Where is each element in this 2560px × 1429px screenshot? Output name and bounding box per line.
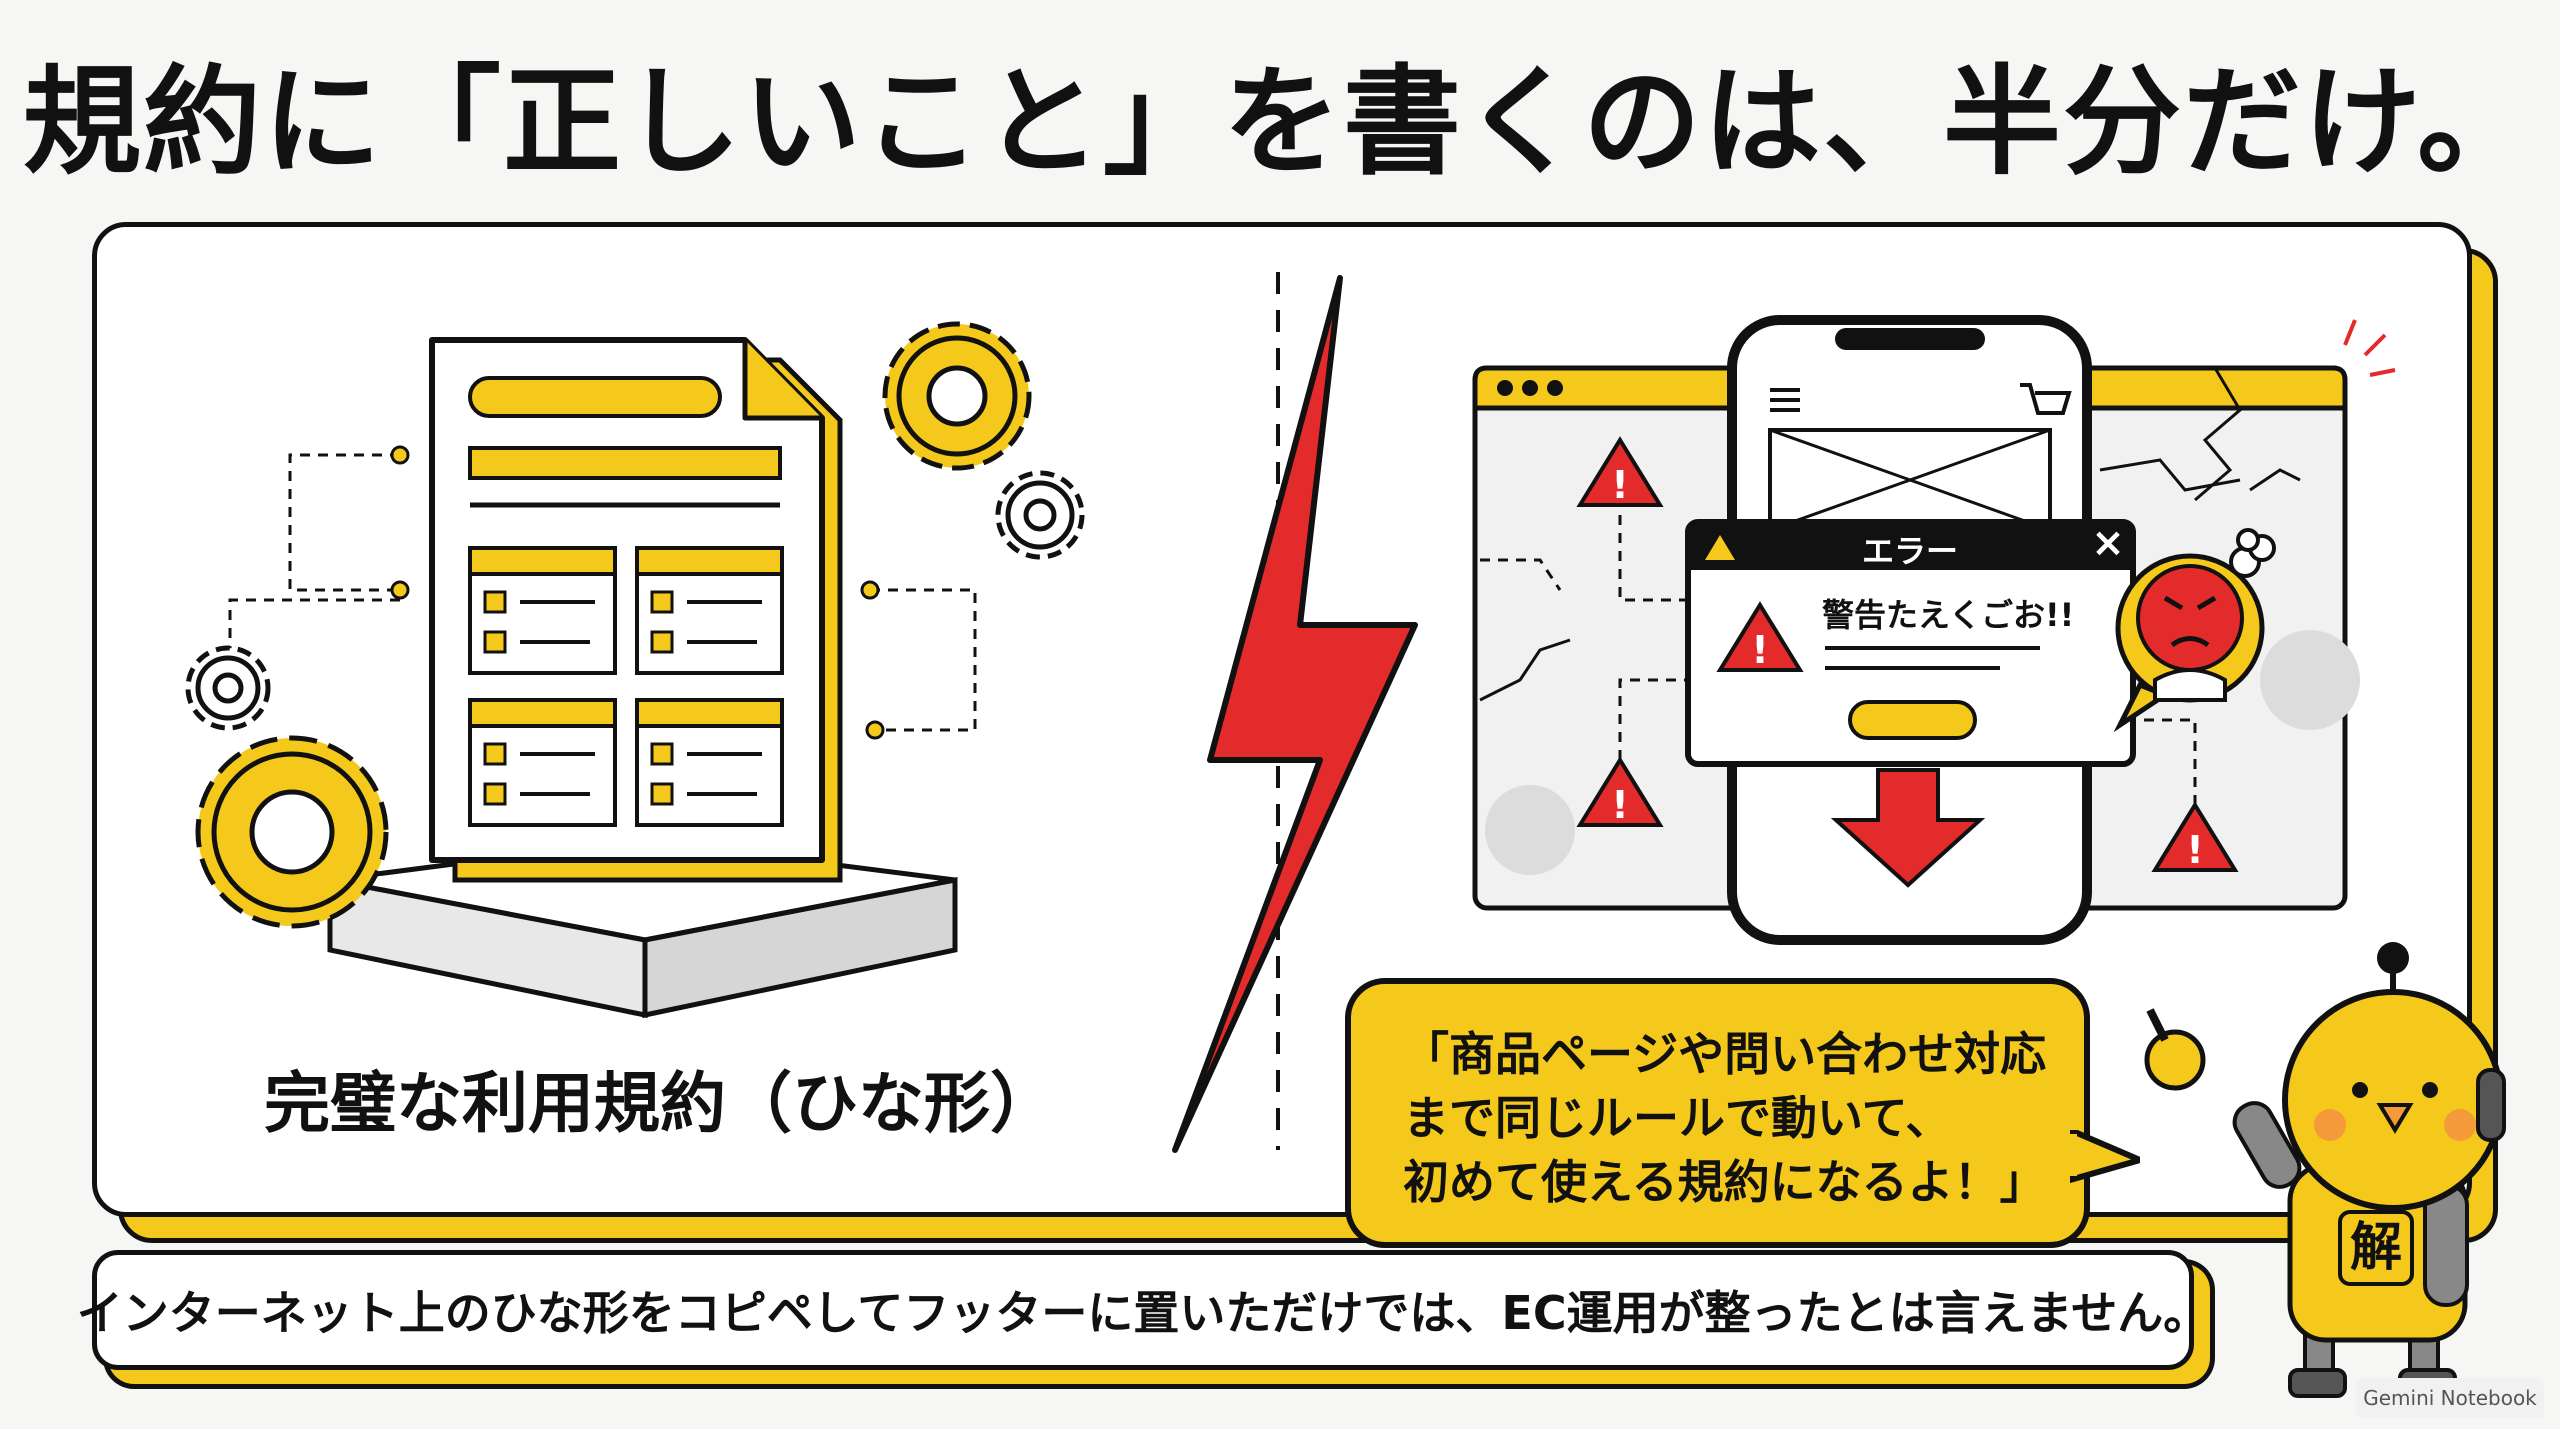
bubble-line: 初めて使える規約になるよ！」 <box>1403 1155 2046 1209</box>
gear-icon <box>185 645 271 731</box>
lightning-bolt-icon <box>1172 275 1418 1153</box>
left-caption: 完璧な利用規約（ひな形） <box>264 1065 1056 1142</box>
warning-icon: ! <box>2151 801 2239 872</box>
angry-face-icon <box>2113 553 2265 733</box>
error-dialog-message: 警告たえくごお!! <box>1822 596 2075 634</box>
watermark: Gemini Notebook <box>2356 1378 2544 1418</box>
bottom-message: インターネット上のひな形をコピペしてフッターに置いただけでは、EC運用が整ったと… <box>77 1250 2209 1370</box>
gear-icon <box>882 321 1032 471</box>
warning-icon: ! <box>1576 436 1664 507</box>
error-dialog-close-button[interactable]: × <box>2091 520 2125 566</box>
gear-icon <box>195 735 389 929</box>
bubble-line: 「商品ページや問い合わせ対応 <box>1403 1027 2047 1081</box>
document-illustration <box>185 321 1085 1019</box>
robot-mascot <box>2144 942 2506 1398</box>
mascot-badge: 解 <box>2349 1218 2402 1278</box>
center-divider <box>1172 272 1418 1153</box>
bottom-message-text: インターネット上のひな形をコピペしてフッターに置いただけでは、EC運用が整ったと… <box>76 1286 2210 1340</box>
gear-icon <box>995 470 1085 560</box>
svg-text:!: ! <box>1611 783 1628 827</box>
warning-icon: ! <box>1716 601 1804 672</box>
speech-bubble: 「商品ページや問い合わせ対応 まで同じルールで動いて、 初めて使える規約になるよ… <box>1345 978 2090 1248</box>
warning-icon <box>1705 535 1735 560</box>
bubble-line: まで同じルールで動いて、 <box>1403 1091 1952 1145</box>
warning-icon: ! <box>1576 756 1664 827</box>
error-illustration: ! ! ! ! <box>1472 315 2396 945</box>
svg-text:!: ! <box>1611 463 1628 507</box>
bubble-tail <box>2070 1130 2140 1183</box>
page-title: 規約に「正しいこと」を書くのは、半分だけ。 <box>22 53 2538 191</box>
cart-icon <box>2020 383 2072 415</box>
down-arrow-icon <box>1830 768 1986 888</box>
svg-text:!: ! <box>1751 628 1768 672</box>
error-dialog-title: エラー <box>1861 532 1958 570</box>
svg-text:!: ! <box>2186 828 2203 872</box>
